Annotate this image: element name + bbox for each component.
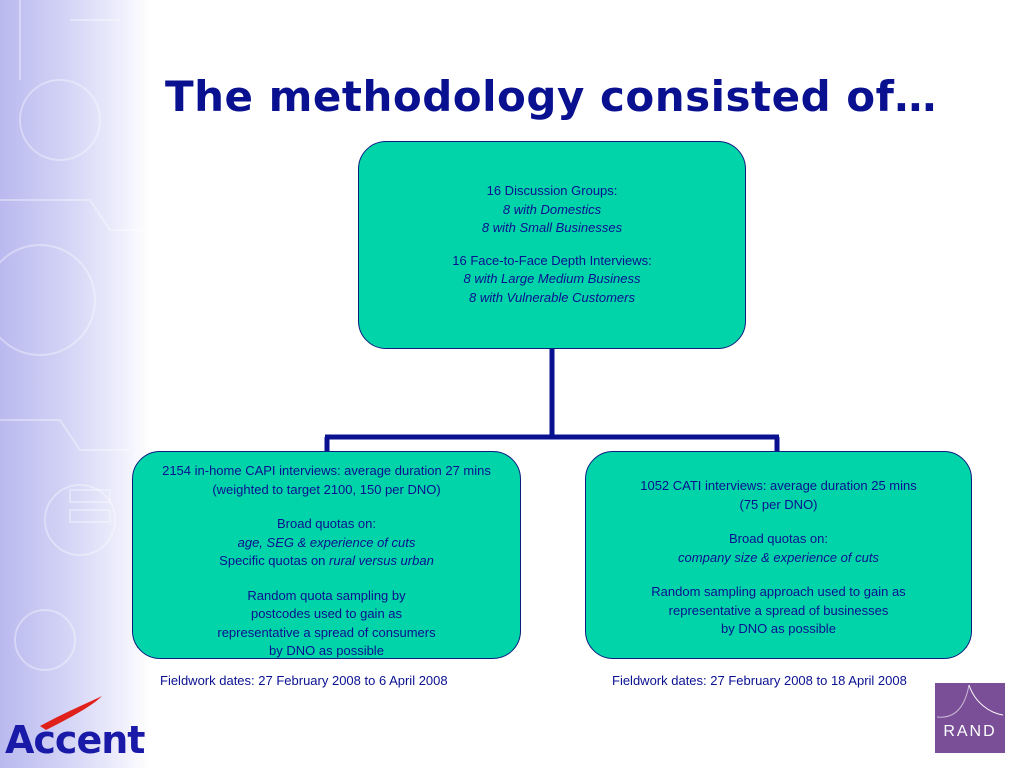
capi-sampling-line-4: by DNO as possible <box>269 643 384 658</box>
decorative-side-panel <box>0 0 150 768</box>
capi-specific-prefix: Specific quotas on <box>219 553 330 568</box>
discussion-groups-block: 16 Discussion Groups: 8 with Domestics 8… <box>359 182 745 238</box>
cati-quotas-heading: Broad quotas on: <box>728 531 829 546</box>
capi-broad-quotas: age, SEG & experience of cuts <box>237 534 416 550</box>
accent-logo-swoosh-icon <box>40 696 102 730</box>
cati-sampling-line-2: representative a spread of businesses <box>668 602 889 618</box>
cati-count-line: 1052 CATI interviews: average duration 2… <box>640 478 917 493</box>
capi-specific-quotas: Specific quotas on rural versus urban <box>133 552 520 571</box>
page-title: The methodology consisted of… <box>165 72 937 121</box>
capi-quotas-heading: Broad quotas on: <box>276 516 377 531</box>
capi-quotas: Broad quotas on: age, SEG & experience o… <box>133 515 520 571</box>
cati-sampling-line-1: Random sampling approach used to gain as <box>651 584 906 599</box>
cati-sampling: Random sampling approach used to gain as… <box>586 583 971 639</box>
depth-interviews-heading: 16 Face-to-Face Depth Interviews: <box>452 252 652 268</box>
capi-weighting-line: (weighted to target 2100, 150 per DNO) <box>212 481 441 497</box>
cati-per-dno-line: (75 per DNO) <box>739 496 818 512</box>
large-medium-business-interviews: 8 with Large Medium Business <box>463 271 641 286</box>
rand-logo-text: RAND <box>943 723 997 740</box>
capi-sampling: Random quota sampling by postcodes used … <box>133 587 520 661</box>
vulnerable-customers-interviews: 8 with Vulnerable Customers <box>469 289 635 305</box>
qualitative-methods-box: 16 Discussion Groups: 8 with Domestics 8… <box>358 141 746 349</box>
cati-quotas: Broad quotas on: company size & experien… <box>586 530 971 567</box>
fieldwork-dates-capi: Fieldwork dates: 27 February 2008 to 6 A… <box>160 673 448 688</box>
capi-sampling-line-3: representative a spread of consumers <box>217 624 436 640</box>
discussion-groups-heading: 16 Discussion Groups: <box>486 183 618 198</box>
circuit-pattern-art <box>0 0 150 671</box>
cati-interviews-box: 1052 CATI interviews: average duration 2… <box>585 451 972 659</box>
capi-sampling-line-1: Random quota sampling by <box>247 587 406 603</box>
capi-summary: 2154 in-home CAPI interviews: average du… <box>133 462 520 499</box>
capi-specific-italic: rural versus urban <box>329 553 434 568</box>
capi-interviews-box: 2154 in-home CAPI interviews: average du… <box>132 451 521 659</box>
domestics-groups: 8 with Domestics <box>502 201 602 217</box>
rand-logo-arc-icon <box>936 684 1004 718</box>
capi-count-line: 2154 in-home CAPI interviews: average du… <box>162 463 491 478</box>
cati-sampling-line-3: by DNO as possible <box>721 621 836 636</box>
capi-sampling-line-2: postcodes used to gain as <box>250 606 403 621</box>
accent-logo: Accent <box>5 718 145 762</box>
rand-logo: RAND <box>935 683 1005 753</box>
depth-interviews-block: 16 Face-to-Face Depth Interviews: 8 with… <box>359 252 745 308</box>
small-business-groups: 8 with Small Businesses <box>481 220 623 235</box>
cati-broad-quotas: company size & experience of cuts <box>678 549 879 565</box>
fieldwork-dates-cati: Fieldwork dates: 27 February 2008 to 18 … <box>612 673 907 688</box>
cati-summary: 1052 CATI interviews: average duration 2… <box>586 477 971 514</box>
